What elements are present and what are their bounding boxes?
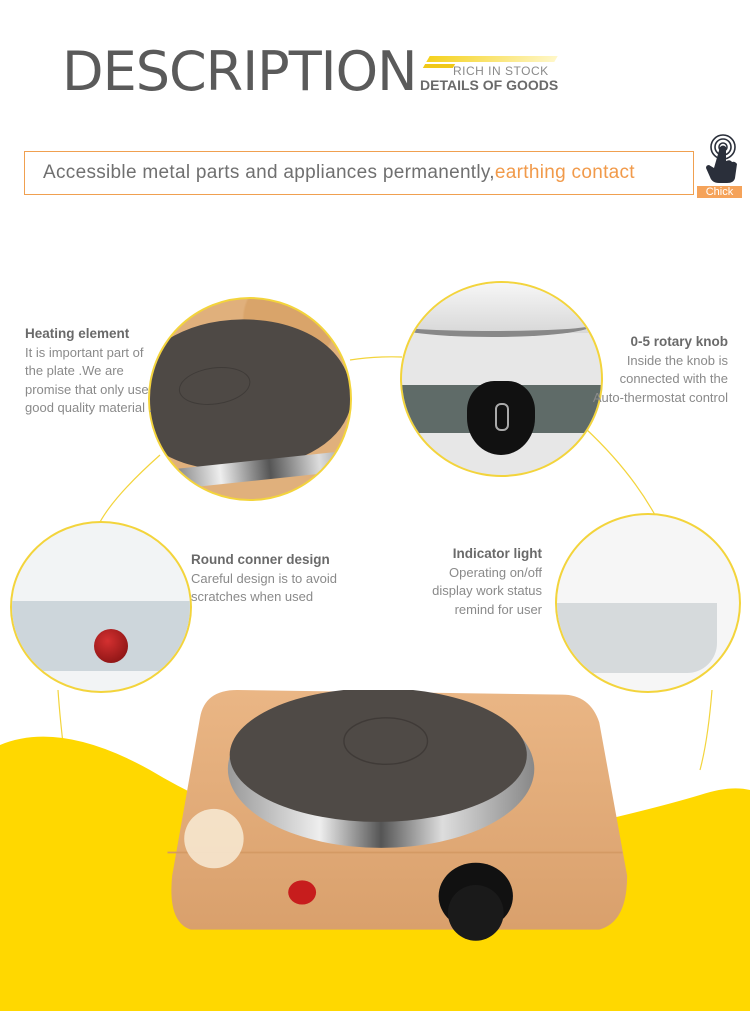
feature-title: 0-5 rotary knob [630, 334, 728, 349]
indicator-light-image [10, 521, 192, 693]
heating-element-image [148, 297, 352, 501]
knob-icon [467, 381, 535, 455]
feature-heating-element: Heating element It is important part of … [25, 325, 155, 418]
round-corner-image [555, 513, 741, 693]
feature-indicator-light: Indicator light Operating on/off display… [410, 545, 542, 619]
tap-hand-icon[interactable] [703, 133, 743, 185]
badge-details-of-goods: DETAILS OF GOODS [420, 77, 559, 93]
feature-title: Indicator light [452, 546, 542, 561]
notice-highlight: earthing contact [494, 162, 635, 183]
notice-text: Accessible metal parts and appliances pe… [43, 162, 495, 183]
indicator-led-icon [94, 629, 128, 663]
feature-rotary-knob: 0-5 rotary knob Inside the knob is conne… [590, 333, 728, 407]
badge-rich-in-stock: RICH IN STOCK [453, 64, 549, 78]
feature-title: Round conner design [191, 552, 330, 567]
feature-body: Inside the knob is connected with the Au… [592, 352, 728, 405]
feature-body: It is important part of the plate .We ar… [25, 344, 153, 416]
chick-button[interactable]: Chick [697, 186, 742, 198]
feature-round-corner: Round conner design Careful design is to… [191, 551, 371, 607]
feature-body: Operating on/off display work status rem… [432, 564, 542, 617]
feature-title: Heating element [25, 326, 130, 341]
notice-banner: Accessible metal parts and appliances pe… [24, 151, 694, 195]
feature-body: Careful design is to avoid scratches whe… [191, 570, 337, 605]
page-title: DESCRIPTION [62, 40, 418, 103]
rotary-knob-image [400, 281, 603, 477]
hot-plate-product-image [167, 690, 628, 941]
details-badge: RICH IN STOCK DETAILS OF GOODS [420, 56, 560, 96]
